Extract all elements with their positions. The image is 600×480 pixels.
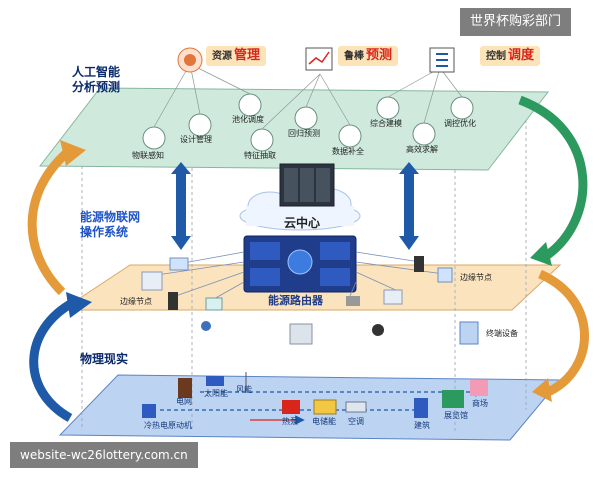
ai-function-connectors bbox=[153, 63, 463, 130]
asset-label-electric-storage: 电储能 bbox=[312, 417, 336, 426]
func-label-iot-sensing: 物联感知 bbox=[132, 151, 164, 160]
edge-node-right-label: 边缘节点 bbox=[460, 273, 492, 282]
asset-label-exhibition-hall: 展览馆 bbox=[444, 411, 468, 420]
func-label-design-management: 设计管理 bbox=[180, 135, 212, 144]
resource-management-icon bbox=[177, 47, 203, 73]
asset-label-solar: 太阳能 bbox=[204, 389, 228, 398]
cloud-link-arrow-right bbox=[399, 162, 419, 250]
control-scheduling-icon bbox=[429, 47, 455, 73]
cloud-link-arrow-left bbox=[171, 162, 191, 250]
ai-function-icons bbox=[142, 93, 474, 152]
asset-label-wind: 风能 bbox=[236, 385, 252, 394]
func-label-pooled-scheduling: 池化调度 bbox=[232, 115, 264, 124]
tag-control-prefix: 控制 bbox=[486, 51, 506, 62]
tag-resource-management: 资源管理 bbox=[206, 46, 267, 66]
terminal-devices-label: 终端设备 bbox=[486, 329, 518, 338]
cloud-center-label: 云中心 bbox=[284, 216, 321, 230]
router-panel bbox=[243, 235, 357, 293]
iot-os-title-line2: 操作系统 bbox=[80, 225, 129, 239]
asset-label-air-conditioner: 空调 bbox=[348, 417, 364, 426]
tag-control-scheduling: 控制调度 bbox=[480, 46, 541, 66]
iot-os-title-line1: 能源物联网 bbox=[80, 210, 141, 224]
tag-robust-emph: 预测 bbox=[366, 48, 393, 63]
cycle-arrow-left-upper bbox=[27, 146, 73, 296]
tag-robust-prediction: 鲁棒预测 bbox=[338, 46, 399, 66]
func-label-feature-extraction: 特征抽取 bbox=[244, 151, 276, 160]
func-label-data-completion: 数据补全 bbox=[332, 147, 364, 156]
iot-os-layer-title: 能源物联网 操作系统 bbox=[80, 210, 140, 240]
func-label-regression-prediction: 回归预测 bbox=[288, 129, 320, 138]
watermark-bottom: website-wc26lottery.com.cn bbox=[10, 442, 198, 468]
edge-node-left-label: 边缘节点 bbox=[120, 297, 152, 306]
physical-assets bbox=[142, 372, 488, 418]
server-rack-icon bbox=[279, 163, 335, 207]
robust-prediction-icon bbox=[305, 47, 333, 71]
vertical-guides bbox=[81, 120, 527, 432]
energy-router-label: 能源路由器 bbox=[268, 294, 323, 307]
asset-label-heat-pump: 热泵 bbox=[282, 417, 298, 426]
watermark-top: 世界杯购彩部门 bbox=[460, 8, 572, 36]
tag-resource-prefix: 资源 bbox=[212, 51, 232, 62]
terminal-devices bbox=[201, 321, 479, 345]
physical-reality-title: 物理现实 bbox=[80, 352, 129, 366]
func-label-control-optimization: 调控优化 bbox=[444, 119, 476, 128]
asset-label-chp-prime-mover: 冷热电原动机 bbox=[144, 421, 192, 430]
router-links bbox=[149, 251, 445, 301]
ai-layer-title: 人工智能 分析预测 bbox=[72, 65, 120, 95]
asset-label-mall: 商场 bbox=[472, 399, 488, 408]
cycle-arrow-left-lower bbox=[29, 298, 77, 422]
ai-layer-title-line1: 人工智能 bbox=[72, 65, 121, 79]
asset-label-grid: 电网 bbox=[176, 397, 192, 406]
func-label-integrated-modeling: 综合建模 bbox=[370, 119, 402, 128]
cycle-arrow-right-upper bbox=[518, 95, 588, 260]
func-label-efficient-solving: 高效求解 bbox=[406, 145, 438, 154]
asset-label-building: 建筑 bbox=[414, 421, 430, 430]
tag-control-emph: 调度 bbox=[508, 48, 535, 63]
ai-layer-title-line2: 分析预测 bbox=[72, 80, 121, 94]
tag-resource-emph: 管理 bbox=[234, 48, 261, 63]
cycle-arrow-right-lower bbox=[538, 269, 589, 397]
edge-devices bbox=[141, 256, 453, 311]
tag-robust-prefix: 鲁棒 bbox=[344, 51, 364, 62]
